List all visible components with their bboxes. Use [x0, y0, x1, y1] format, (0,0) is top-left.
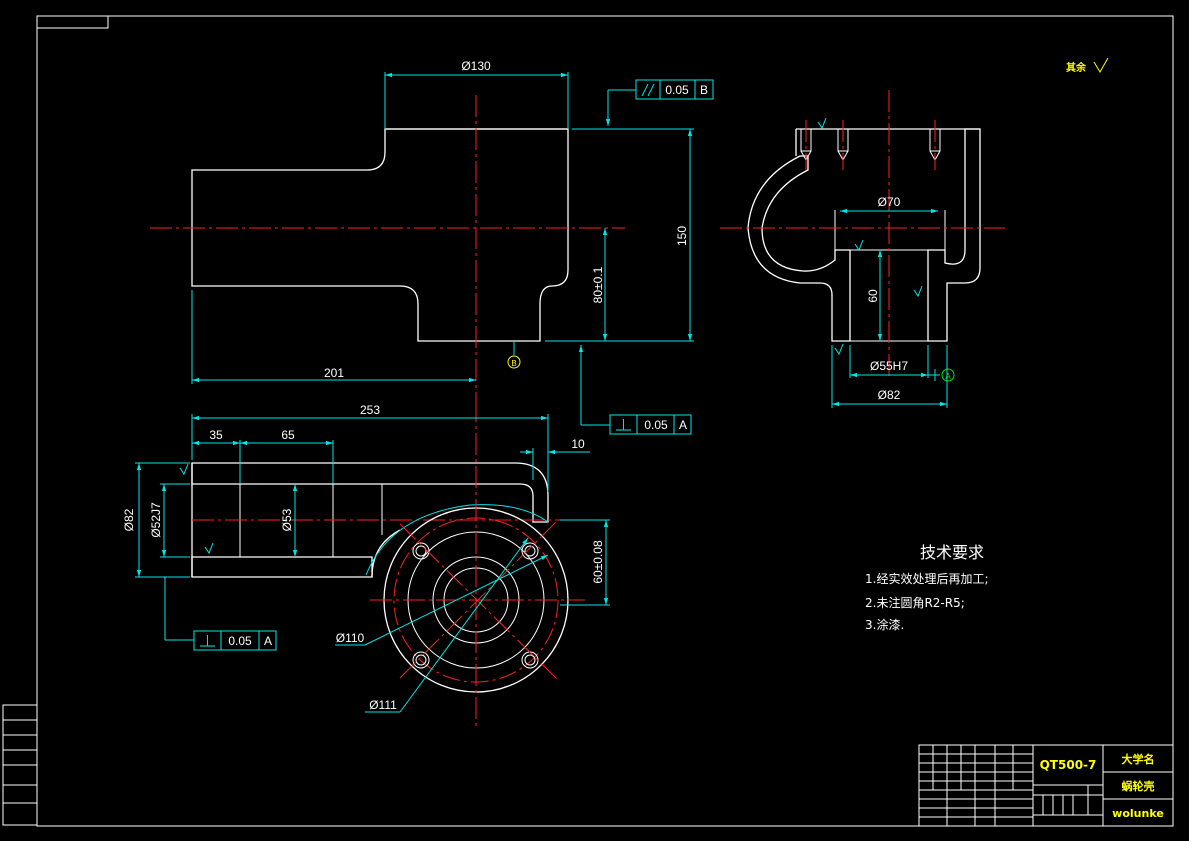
dim-d82-right: Ø82: [878, 388, 901, 402]
dim-h150: 150: [675, 226, 689, 246]
tech-requirements: 技术要求 1.经实效处理后再加工; 2.未注圆角R2-R5; 3.涂漆.: [865, 543, 989, 632]
dim-l10: 10: [571, 437, 585, 451]
roughness-symbol: [1093, 57, 1109, 73]
dim-d130: Ø130: [461, 59, 491, 73]
title-material: QT500-7: [1040, 758, 1097, 772]
tech-title: 技术要求: [920, 543, 984, 562]
roughness-note: 其余: [1066, 61, 1087, 74]
tech-item-2: 2.未注圆角R2-R5;: [865, 595, 965, 610]
title-block: QT500-7 大学名 蜗轮壳 wolunke: [918, 744, 1174, 827]
tapped-holes: [800, 128, 941, 162]
title-school: 大学名: [1122, 752, 1155, 766]
tol-perp2-datum: A: [264, 634, 272, 648]
tech-item-3: 3.涂漆.: [865, 617, 904, 632]
tol-perp-datum: A: [679, 418, 687, 432]
tolerance-frame-parallel: [635, 79, 714, 100]
dim-d55: Ø55H7: [870, 359, 908, 373]
datum-b-label: B: [511, 359, 516, 368]
sheet-border: [2, 15, 1174, 827]
front-view: Ø130 0.05 B 150 80±0.1 201 B: [150, 59, 714, 435]
dim-d53: Ø53: [280, 508, 294, 531]
tech-item-1: 1.经实效处理后再加工;: [865, 571, 989, 586]
title-part-name: 蜗轮壳: [1122, 779, 1155, 793]
title-drawer: wolunke: [1112, 807, 1164, 820]
title-block-grid: [919, 745, 1103, 826]
tol-perp-value: 0.05: [644, 418, 668, 432]
tolerance-frame-perpendicular-2: [193, 630, 277, 651]
flange: [370, 400, 585, 730]
tolerance-frame-perpendicular: [609, 414, 692, 435]
dim-l65: 65: [281, 428, 295, 442]
dim-l253: 253: [360, 403, 380, 417]
side-section-view: Ø70 60 Ø55H7 A Ø82: [720, 90, 1005, 408]
dim-l60: 60±0.08: [591, 540, 605, 584]
dim-l35: 35: [209, 428, 223, 442]
tol-parallel-value: 0.05: [665, 83, 689, 97]
dim-d111: Ø111: [369, 698, 397, 712]
dim-d82-left: Ø82: [122, 508, 136, 531]
dim-h60: 60: [866, 289, 880, 303]
dim-h80: 80±0.1: [591, 266, 605, 303]
datum-a-label: A: [945, 372, 951, 381]
dim-d110: Ø110: [336, 631, 365, 645]
dim-l201: 201: [324, 366, 344, 380]
tol-parallel-datum: B: [700, 83, 708, 97]
plan-view: 253 35 65 10 Ø82 Ø52J7 Ø53 60±0.08 Ø: [122, 400, 610, 730]
dim-d70: Ø70: [878, 195, 901, 209]
dim-d52: Ø52J7: [149, 502, 163, 538]
tol-perp2-value: 0.05: [228, 634, 252, 648]
